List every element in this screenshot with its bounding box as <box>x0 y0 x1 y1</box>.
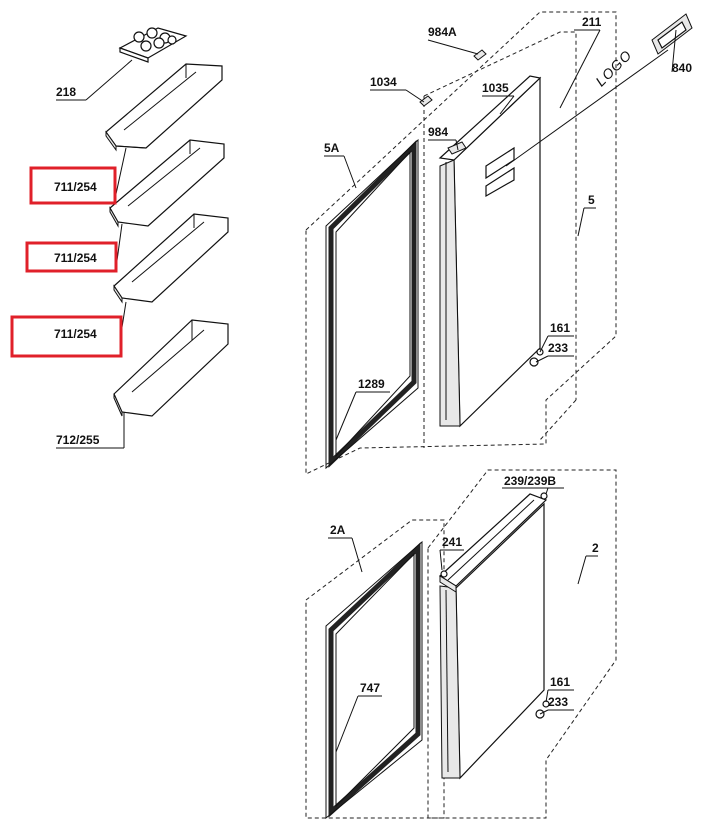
door-bin-2 <box>109 139 225 228</box>
label-233-a: 233 <box>548 341 568 355</box>
lower-door-assembly <box>305 469 617 820</box>
label-218: 218 <box>56 85 76 99</box>
label-711-254-b: 711/254 <box>54 251 97 265</box>
label-5: 5 <box>588 193 595 207</box>
label-241: 241 <box>442 535 462 549</box>
label-2: 2 <box>592 541 599 555</box>
label-1035: 1035 <box>482 81 509 95</box>
label-1034: 1034 <box>370 75 397 89</box>
highlight-box-1 <box>29 166 117 205</box>
label-2A: 2A <box>330 523 346 537</box>
label-984: 984 <box>428 125 448 139</box>
label-984A: 984A <box>428 25 457 39</box>
label-712-255: 712/255 <box>56 433 100 447</box>
label-161-a: 161 <box>550 321 570 335</box>
egg-tray <box>118 27 188 63</box>
door-bin-1 <box>105 63 223 152</box>
door-bin-4 <box>113 319 229 417</box>
highlight-box-2 <box>25 241 118 273</box>
label-711-254-a: 711/254 <box>54 180 97 194</box>
door-bin-3 <box>113 213 229 304</box>
highlight-box-3 <box>10 315 123 358</box>
label-239-239B: 239/239B <box>504 474 556 488</box>
label-5A: 5A <box>324 141 340 155</box>
display-module-840 <box>651 13 693 55</box>
label-211: 211 <box>582 15 602 29</box>
label-1289: 1289 <box>358 377 385 391</box>
upper-door-assembly: LOGO <box>305 11 693 475</box>
label-233-b: 233 <box>548 695 568 709</box>
label-840: 840 <box>672 61 692 75</box>
label-747: 747 <box>360 681 380 695</box>
label-711-254-c: 711/254 <box>54 327 97 341</box>
label-161-b: 161 <box>550 675 570 689</box>
logo-text: LOGO <box>592 47 635 90</box>
